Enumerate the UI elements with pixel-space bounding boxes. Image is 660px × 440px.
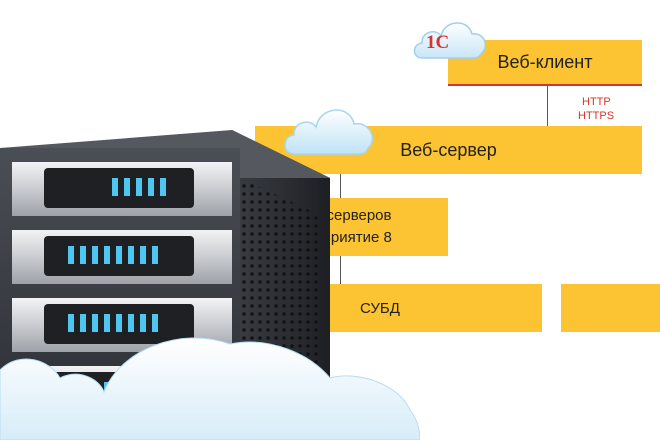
logo-1c-icon: 1С [426,32,450,53]
cluster-label-line1: о серверов [314,207,392,224]
web-client-bar: Веб-клиент [448,40,642,86]
client-server-connector [547,86,548,126]
dbms-bar-secondary [561,284,660,332]
cloud-icon [284,109,374,155]
web-server-label: Веб-сервер [400,139,497,160]
dbms-label: СУБД [360,299,400,317]
cloud-icon [413,22,487,59]
cloud-icon [0,337,420,440]
protocol-http-label: HTTP [582,96,611,108]
dbms-bar: СУБД [320,284,542,332]
protocol-https-label: HTTPS [578,110,615,122]
web-client-label: Веб-клиент [497,51,593,72]
cluster-label-line2: дприятие 8 [314,229,392,246]
